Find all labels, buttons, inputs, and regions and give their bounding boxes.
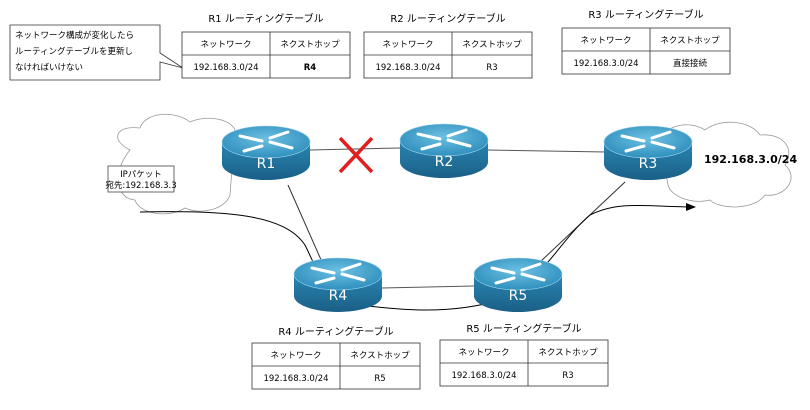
callout-line: ネットワーク構成が変化したら <box>15 30 134 41</box>
cell-network: 192.168.3.0/24 <box>573 59 638 69</box>
router-label: R5 <box>509 288 528 304</box>
link-r1-r4 <box>287 184 323 263</box>
cell-network: 192.168.3.0/24 <box>263 374 328 384</box>
callout-line: なければいけない <box>15 63 83 73</box>
router-arrows-icon <box>620 130 676 153</box>
link-r2-r3 <box>487 149 607 153</box>
header-next-hop: ネクストホップ <box>280 40 340 50</box>
routing-table-title: R2 ルーティングテーブル <box>390 12 505 25</box>
packet-label: IPパケット <box>120 170 162 180</box>
cell-network: 192.168.3.0/24 <box>451 371 516 381</box>
header-network: ネットワーク <box>458 348 509 358</box>
routing-table-title: R5 ルーティングテーブル <box>466 322 581 335</box>
packet-path-arrow <box>139 202 696 311</box>
router-arrows-icon <box>238 130 294 153</box>
cell-next-hop: R4 <box>304 63 317 73</box>
cloud-left <box>117 113 236 215</box>
callout-line: ルーティングテーブルを更新し <box>15 46 133 57</box>
router-arrows-icon <box>310 262 366 285</box>
router-r1[interactable]: R1 <box>221 125 311 180</box>
header-next-hop: ネクストホップ <box>350 351 410 361</box>
router-r5[interactable]: R5 <box>473 257 563 312</box>
header-next-hop: ネクストホップ <box>660 36 720 46</box>
header-network: ネットワーク <box>580 36 631 46</box>
router-label: R1 <box>257 156 276 172</box>
packet-destination: 宛先:192.168.3.3 <box>105 180 176 191</box>
cell-next-hop: R3 <box>562 371 573 381</box>
cell-next-hop: R5 <box>374 374 385 384</box>
cloud-right <box>659 121 792 208</box>
router-r4[interactable]: R4 <box>293 257 383 312</box>
header-network: ネットワーク <box>382 40 433 50</box>
router-r3[interactable]: R3 <box>603 125 693 180</box>
callout-box <box>9 24 184 81</box>
router-arrows-icon <box>416 128 472 151</box>
routing-table-title: R4 ルーティングテーブル <box>278 325 393 338</box>
link-r4-r5 <box>381 285 475 289</box>
link-failure-x-icon <box>338 136 374 174</box>
router-arrows-icon <box>490 262 546 285</box>
ip-packet-box <box>107 165 175 193</box>
cell-network: 192.168.3.0/24 <box>375 63 440 73</box>
cell-network: 192.168.3.0/24 <box>193 63 258 73</box>
link-r1-r2 <box>309 147 401 151</box>
header-network: ネットワーク <box>200 40 251 50</box>
router-label: R4 <box>329 288 348 304</box>
header-network: ネットワーク <box>270 351 321 361</box>
header-next-hop: ネクストホップ <box>462 40 522 50</box>
destination-network-label: 192.168.3.0/24 <box>704 153 797 166</box>
router-label: R2 <box>435 154 454 170</box>
routing-table-title: R1 ルーティングテーブル <box>208 12 323 25</box>
router-label: R3 <box>639 156 658 172</box>
cell-next-hop: R3 <box>486 63 497 73</box>
routing-table-title: R3 ルーティングテーブル <box>588 8 703 21</box>
header-next-hop: ネクストホップ <box>538 348 598 358</box>
cell-next-hop: 直接接続 <box>673 58 708 69</box>
router-r2[interactable]: R2 <box>399 123 489 178</box>
